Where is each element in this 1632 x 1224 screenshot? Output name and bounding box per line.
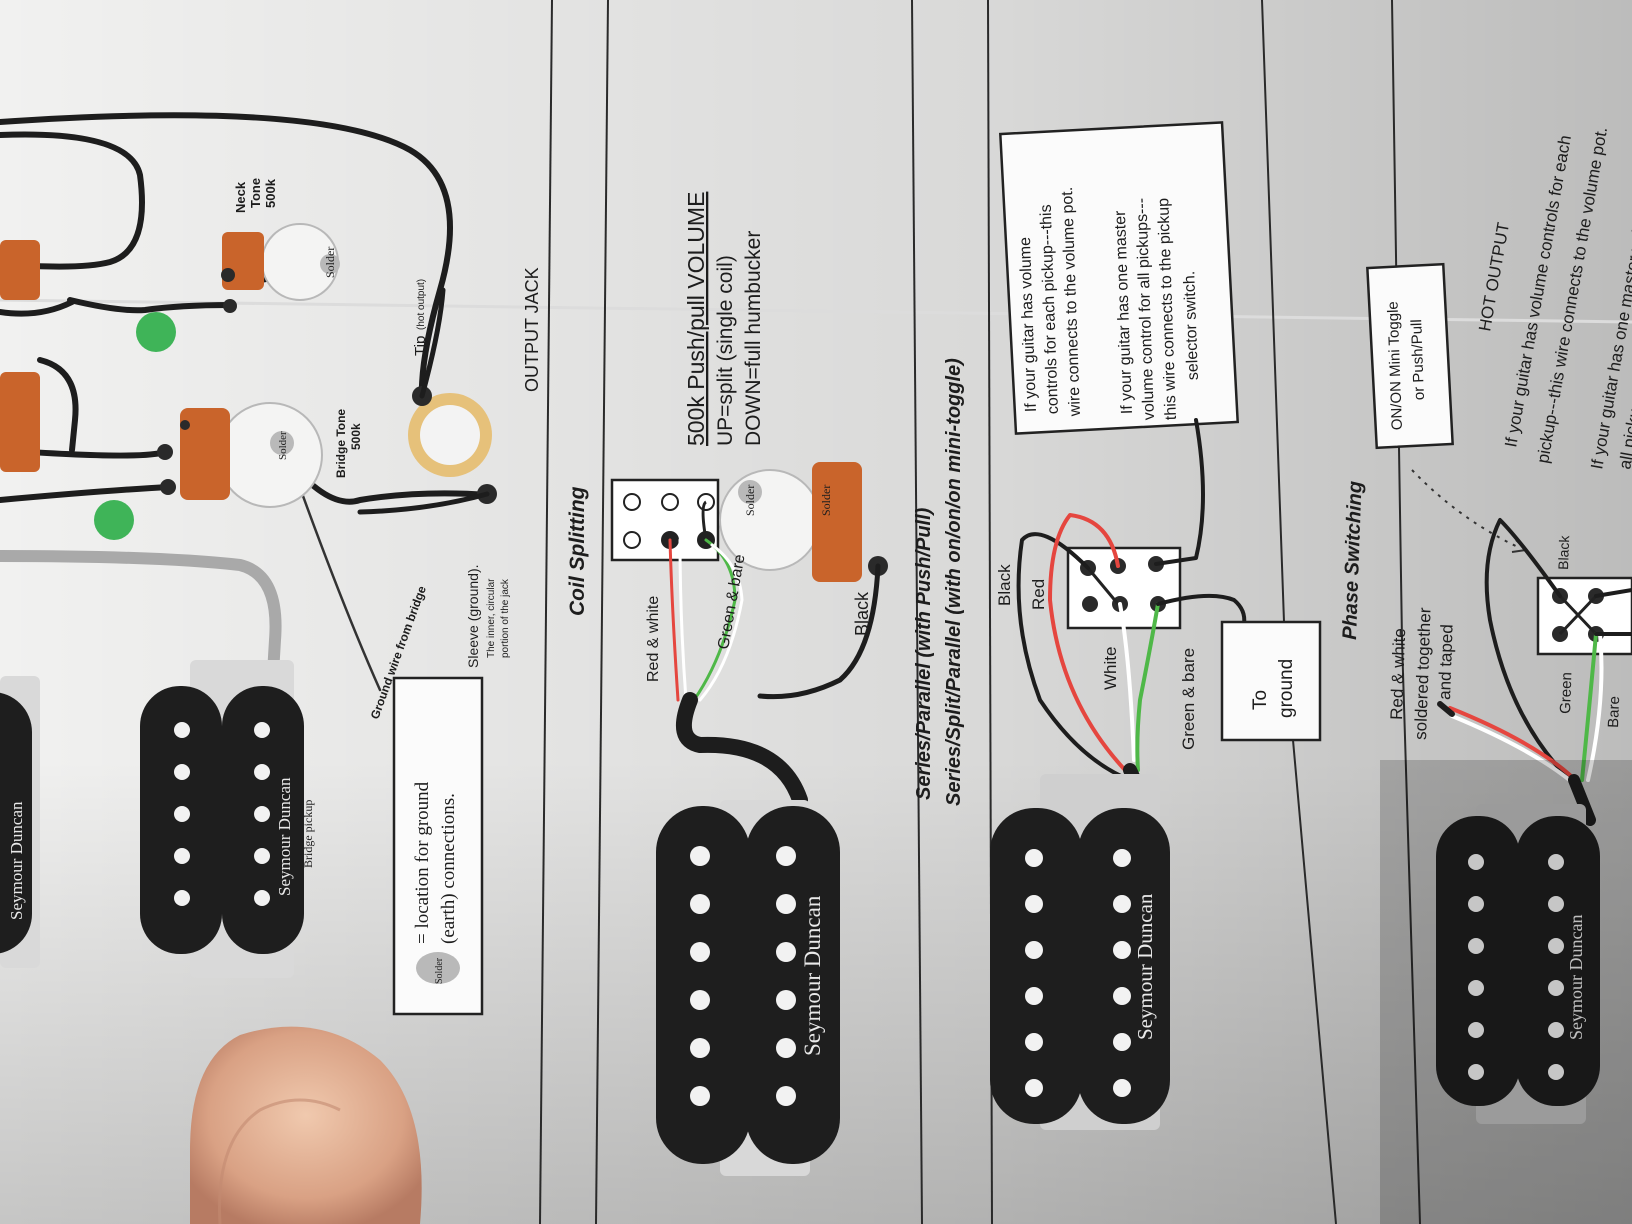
neck-tone-pot: Solder Neck Tone 500k — [221, 178, 340, 313]
coil-split-humbucker: Seymour Duncan — [656, 800, 840, 1176]
phase-red-white-line-3: and taped — [1435, 624, 1457, 700]
phase-green-label: Green — [1557, 672, 1575, 714]
coil-splitting-section: Coil Splitting 500k Push/pull VOLUME UP=… — [566, 192, 888, 1176]
series-notes-box: If your guitar has volume controls for e… — [998, 121, 1240, 435]
phase-red-white-line-2: soldered together — [1411, 607, 1435, 740]
coil-solder-label-1: Solder — [743, 485, 757, 516]
phase-red-white-line-1: Red & white — [1387, 628, 1409, 720]
coil-solder-label-2: Solder — [819, 485, 833, 516]
bridge-pickup-label: Bridge pickup — [301, 800, 315, 868]
tip-note: (hot output) — [416, 279, 427, 330]
toggle-box-line-1: ON/ON Mini Toggle — [1385, 301, 1406, 430]
tip-label: Tip — [412, 336, 429, 356]
phase-bare-label: Bare — [1605, 696, 1623, 728]
volume-down-text: DOWN=full humbucker — [742, 231, 765, 446]
legend-line-2: (earth) connections. — [438, 793, 459, 944]
series-parallel-section: Series/Parallel (with Push/Pull) Series/… — [913, 121, 1322, 1130]
to-ground-line-1: To — [1250, 690, 1271, 710]
series-humbucker: Seymour Duncan — [990, 774, 1170, 1130]
bridge-brand-logo: Seymour Duncan — [275, 777, 294, 896]
series-white-label: White — [1101, 647, 1120, 690]
series-red-label: Red — [1029, 579, 1048, 610]
phase-humbucker: Seymour Duncan — [1436, 804, 1600, 1124]
shadow-overlay — [1380, 760, 1632, 1224]
to-ground-box: To ground — [1220, 620, 1322, 742]
push-pull-volume-title: 500k Push/pull VOLUME — [683, 192, 709, 446]
to-ground-line-2: ground — [1276, 659, 1297, 718]
solder-legend: Solder = location for ground (earth) con… — [392, 676, 484, 1016]
neck-brand-logo: Seymour Duncan — [7, 801, 26, 920]
neck-solder-label: Solder — [323, 247, 337, 278]
volume-up-text: UP=split (single coil) — [714, 255, 737, 446]
phase-black-label: Black — [1555, 534, 1572, 570]
phase-brand-logo: Seymour Duncan — [1566, 915, 1586, 1040]
bridge-tone-label-2: 500k — [349, 423, 363, 450]
coil-red-white-label: Red & white — [645, 596, 662, 682]
output-jack-label: OUTPUT JACK — [522, 267, 542, 392]
solder-blob-green-2 — [94, 500, 134, 540]
coil-black-label: Black — [852, 591, 872, 636]
series-switch — [1066, 546, 1182, 630]
solder-blob-green-1 — [136, 312, 176, 352]
bridge-solder-label: Solder — [277, 431, 289, 460]
output-jack: Tip (hot output) OUTPUT JACK — [357, 267, 542, 515]
sleeve-note-2: portion of the jack — [500, 578, 511, 658]
sleeve-note-1: The inner, circular — [486, 578, 497, 658]
coil-splitting-heading: Coil Splitting — [566, 486, 589, 616]
push-pull-switch — [610, 478, 720, 562]
mini-toggle-box: ON/ON Mini Toggle or Push/Pull — [1366, 262, 1454, 450]
series-green-bare-label: Green & bare — [1179, 648, 1198, 750]
phase-switch: Black — [1536, 534, 1632, 656]
sleeve-label: Sleeve (ground). — [465, 564, 481, 668]
legend-line-1: = location for ground — [412, 781, 433, 944]
thumb — [190, 1026, 422, 1224]
series-parallel-heading-2: Series/Split/Parallel (with on/on/on min… — [943, 358, 965, 806]
coil-split-brand-logo: Seymour Duncan — [800, 895, 825, 1056]
neck-tone-label-1: Neck — [233, 181, 248, 213]
series-parallel-heading-1: Series/Parallel (with Push/Pull) — [913, 507, 935, 800]
neck-humbucker-partial: Seymour Duncan — [0, 676, 40, 968]
neck-tone-label-2: Tone — [248, 178, 263, 208]
series-brand-logo: Seymour Duncan — [1133, 893, 1157, 1040]
series-note-2-line-4: selector switch. — [1181, 271, 1202, 381]
neck-tone-label-3: 500k — [263, 178, 278, 208]
bridge-tone-pot: Solder Bridge Tone 500k — [157, 402, 363, 508]
series-note-1-line-1: If your guitar has volume — [1017, 237, 1040, 413]
toggle-box-line-2: or Push/Pull — [1408, 319, 1428, 400]
bridge-tone-label-1: Bridge Tone — [334, 409, 348, 478]
bridge-humbucker: Seymour Duncan Bridge pickup — [140, 660, 315, 978]
series-black-label: Black — [995, 564, 1014, 606]
legend-solder-label: Solder — [434, 957, 445, 984]
